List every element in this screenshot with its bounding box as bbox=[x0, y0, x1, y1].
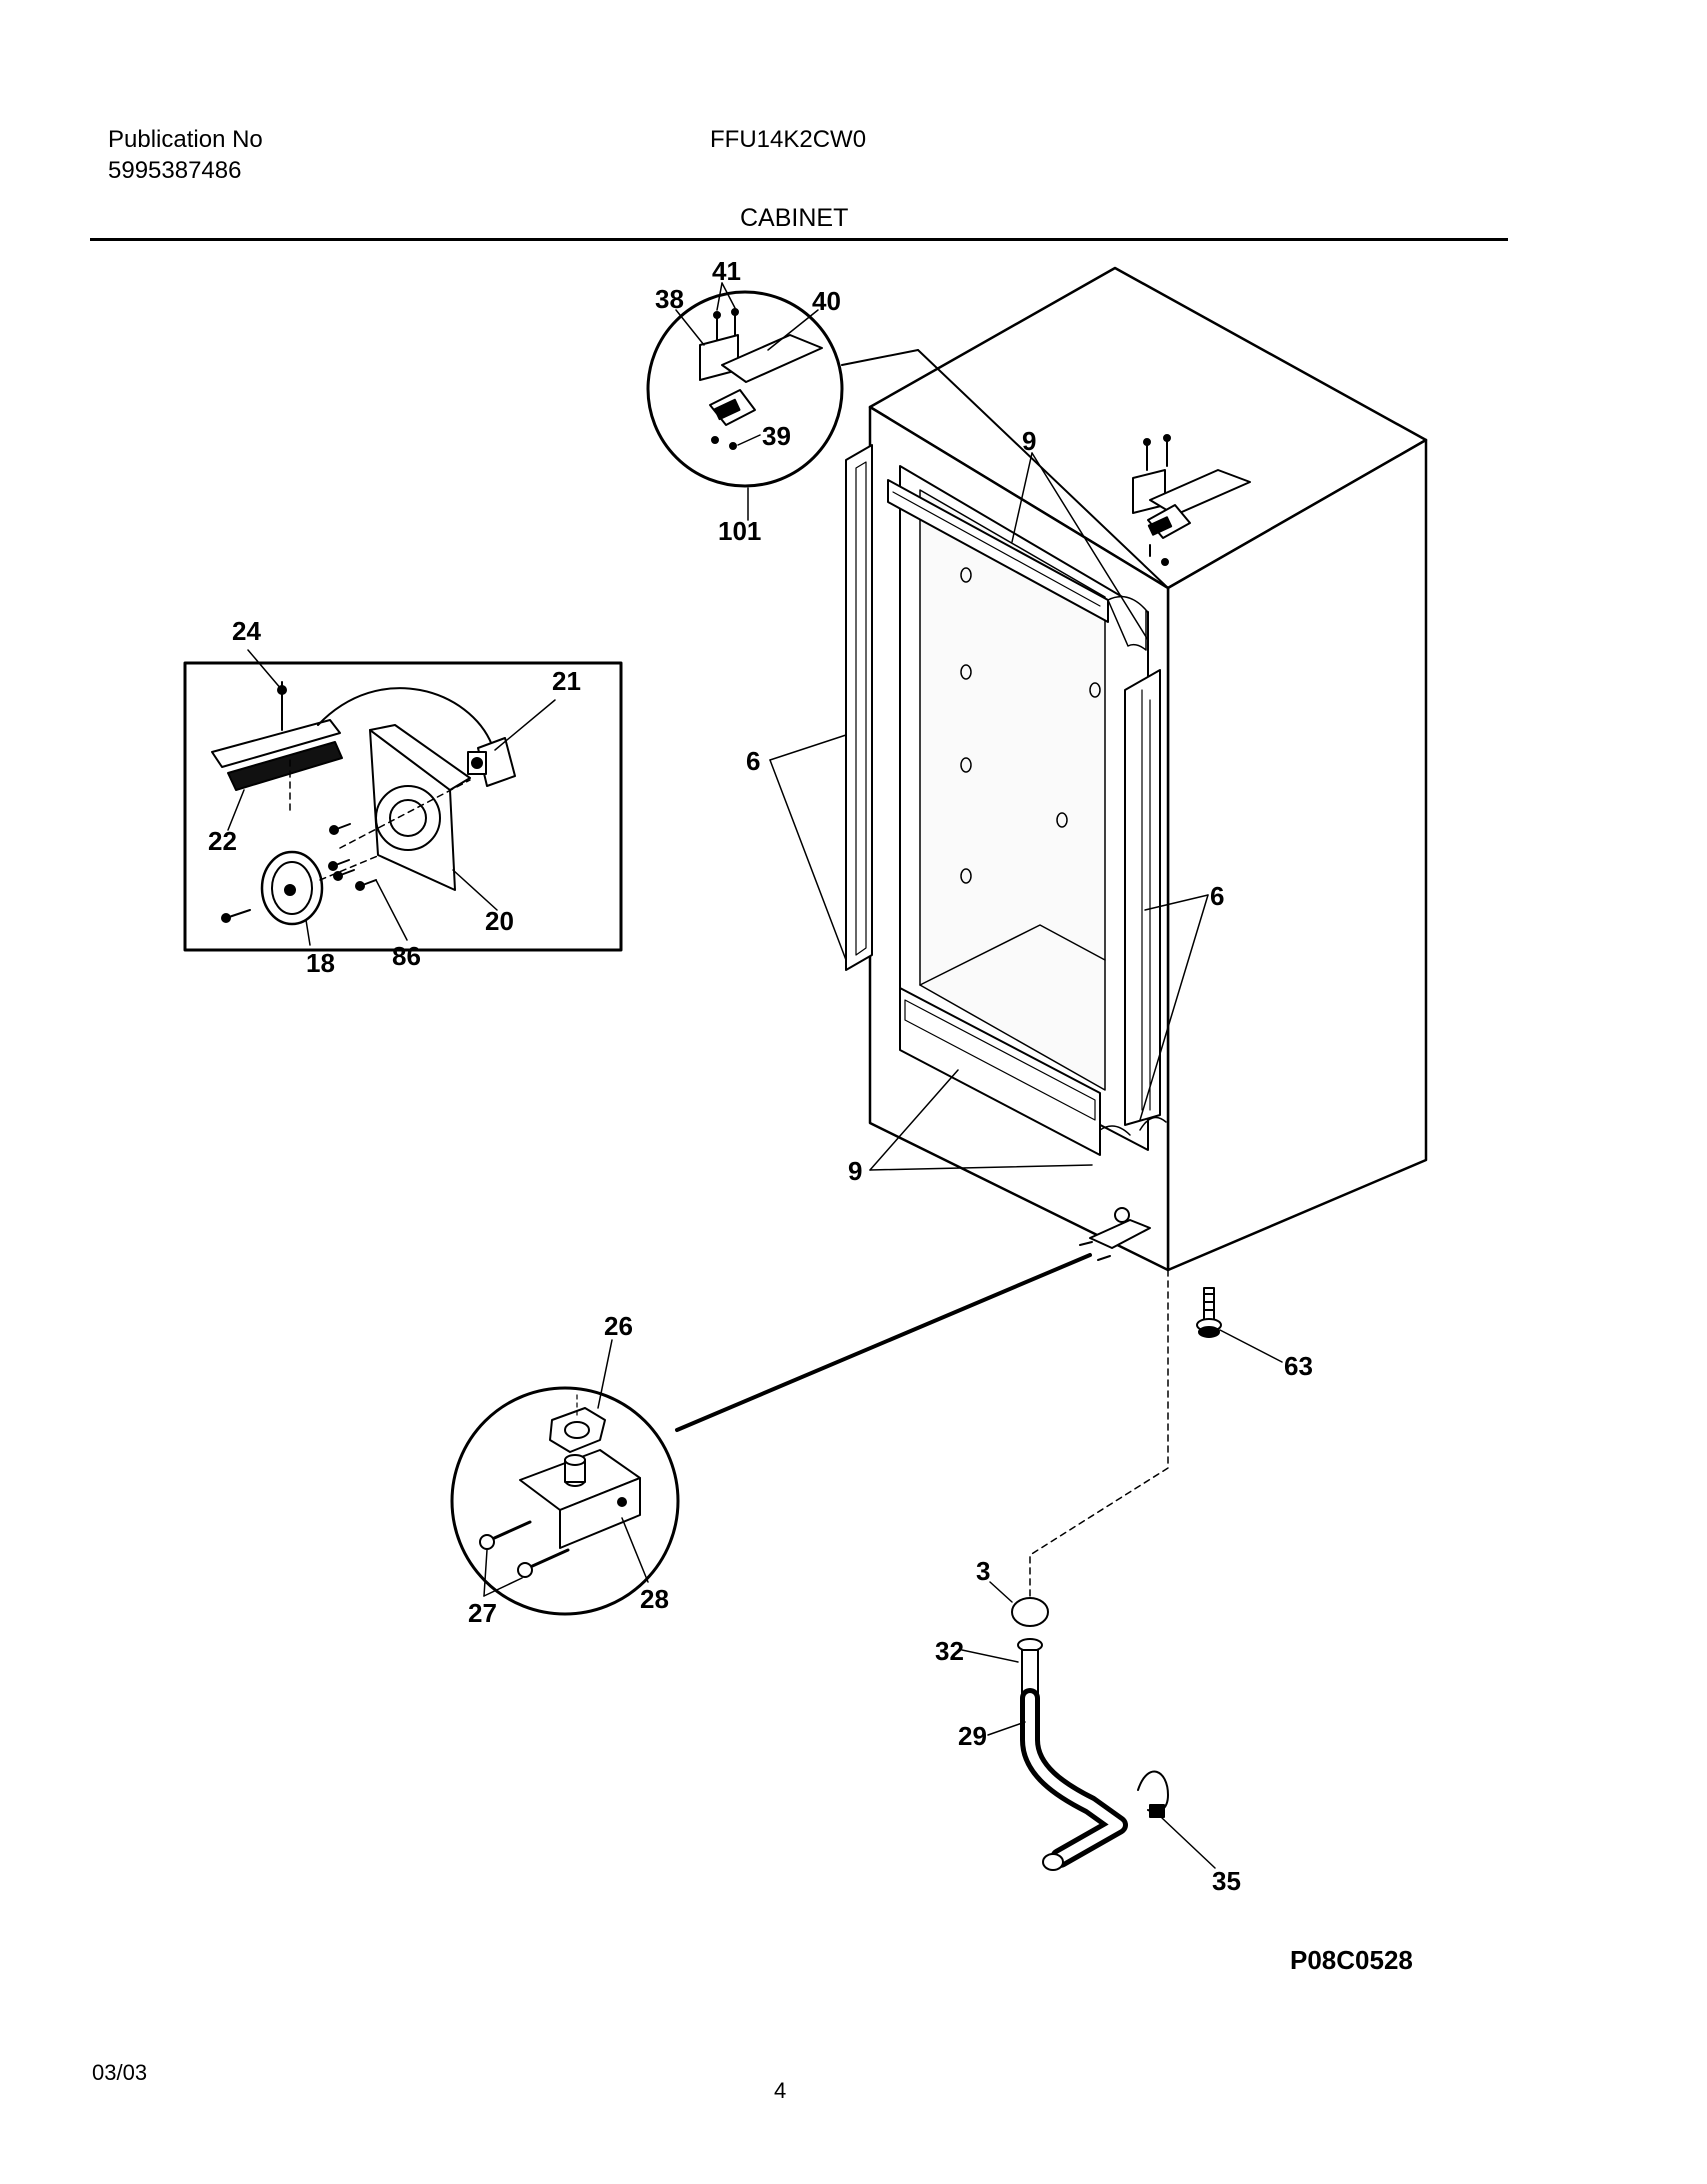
bottom-hinge-detail bbox=[450, 1253, 1092, 1616]
callout-26: 26 bbox=[604, 1311, 633, 1341]
callout-24: 24 bbox=[232, 616, 261, 646]
top-hinge-assembly bbox=[1132, 434, 1251, 566]
callout-28: 28 bbox=[640, 1584, 669, 1614]
drain-dashed-guide bbox=[1029, 1269, 1169, 1599]
callout-21: 21 bbox=[552, 666, 581, 696]
callout-38: 38 bbox=[655, 284, 684, 314]
top-hinge-detail bbox=[646, 290, 1169, 589]
publication-date: 03/03 bbox=[92, 2060, 148, 2085]
callout-9-bottom: 9 bbox=[848, 1156, 862, 1186]
callout-32: 32 bbox=[935, 1636, 964, 1666]
callout-27: 27 bbox=[468, 1598, 497, 1628]
publication-label: Publication No bbox=[108, 126, 263, 153]
breaker-strip-bottom bbox=[899, 987, 1167, 1156]
callout-101: 101 bbox=[718, 516, 761, 546]
callout-35: 35 bbox=[1212, 1866, 1241, 1896]
callout-6-right: 6 bbox=[1210, 881, 1224, 911]
callout-18: 18 bbox=[306, 948, 335, 978]
breaker-strip-top bbox=[887, 479, 1109, 623]
leveling-leg bbox=[1196, 1287, 1222, 1338]
page-number: 4 bbox=[774, 2078, 787, 2103]
callout-20: 20 bbox=[485, 906, 514, 936]
callout-22: 22 bbox=[208, 826, 237, 856]
section-title: CABINET bbox=[740, 204, 849, 232]
callout-39: 39 bbox=[762, 421, 791, 451]
publication-number: 5995387486 bbox=[108, 157, 242, 184]
callout-9-top: 9 bbox=[1022, 426, 1036, 456]
model-number: FFU14K2CW0 bbox=[710, 126, 867, 153]
callout-40: 40 bbox=[812, 286, 841, 316]
callout-41: 41 bbox=[712, 256, 741, 286]
callout-86: 86 bbox=[392, 941, 421, 971]
fan-motor-inset bbox=[183, 661, 623, 952]
callout-63: 63 bbox=[1284, 1351, 1313, 1381]
drain-assembly bbox=[1011, 1597, 1169, 1871]
bottom-hinge-assembly bbox=[1079, 1207, 1151, 1261]
header-divider bbox=[90, 238, 1508, 241]
door-seal-left bbox=[845, 444, 873, 971]
callout-29: 29 bbox=[958, 1721, 987, 1751]
door-seal-right bbox=[1124, 669, 1161, 1126]
diagram-code: P08C0528 bbox=[1290, 1945, 1413, 1975]
callout-3: 3 bbox=[976, 1556, 990, 1586]
callout-6-left: 6 bbox=[746, 746, 760, 776]
callout-labels: 41 38 40 39 101 9 6 6 9 24 21 22 20 18 8… bbox=[208, 256, 1313, 1896]
leader-lines bbox=[227, 282, 1283, 1869]
